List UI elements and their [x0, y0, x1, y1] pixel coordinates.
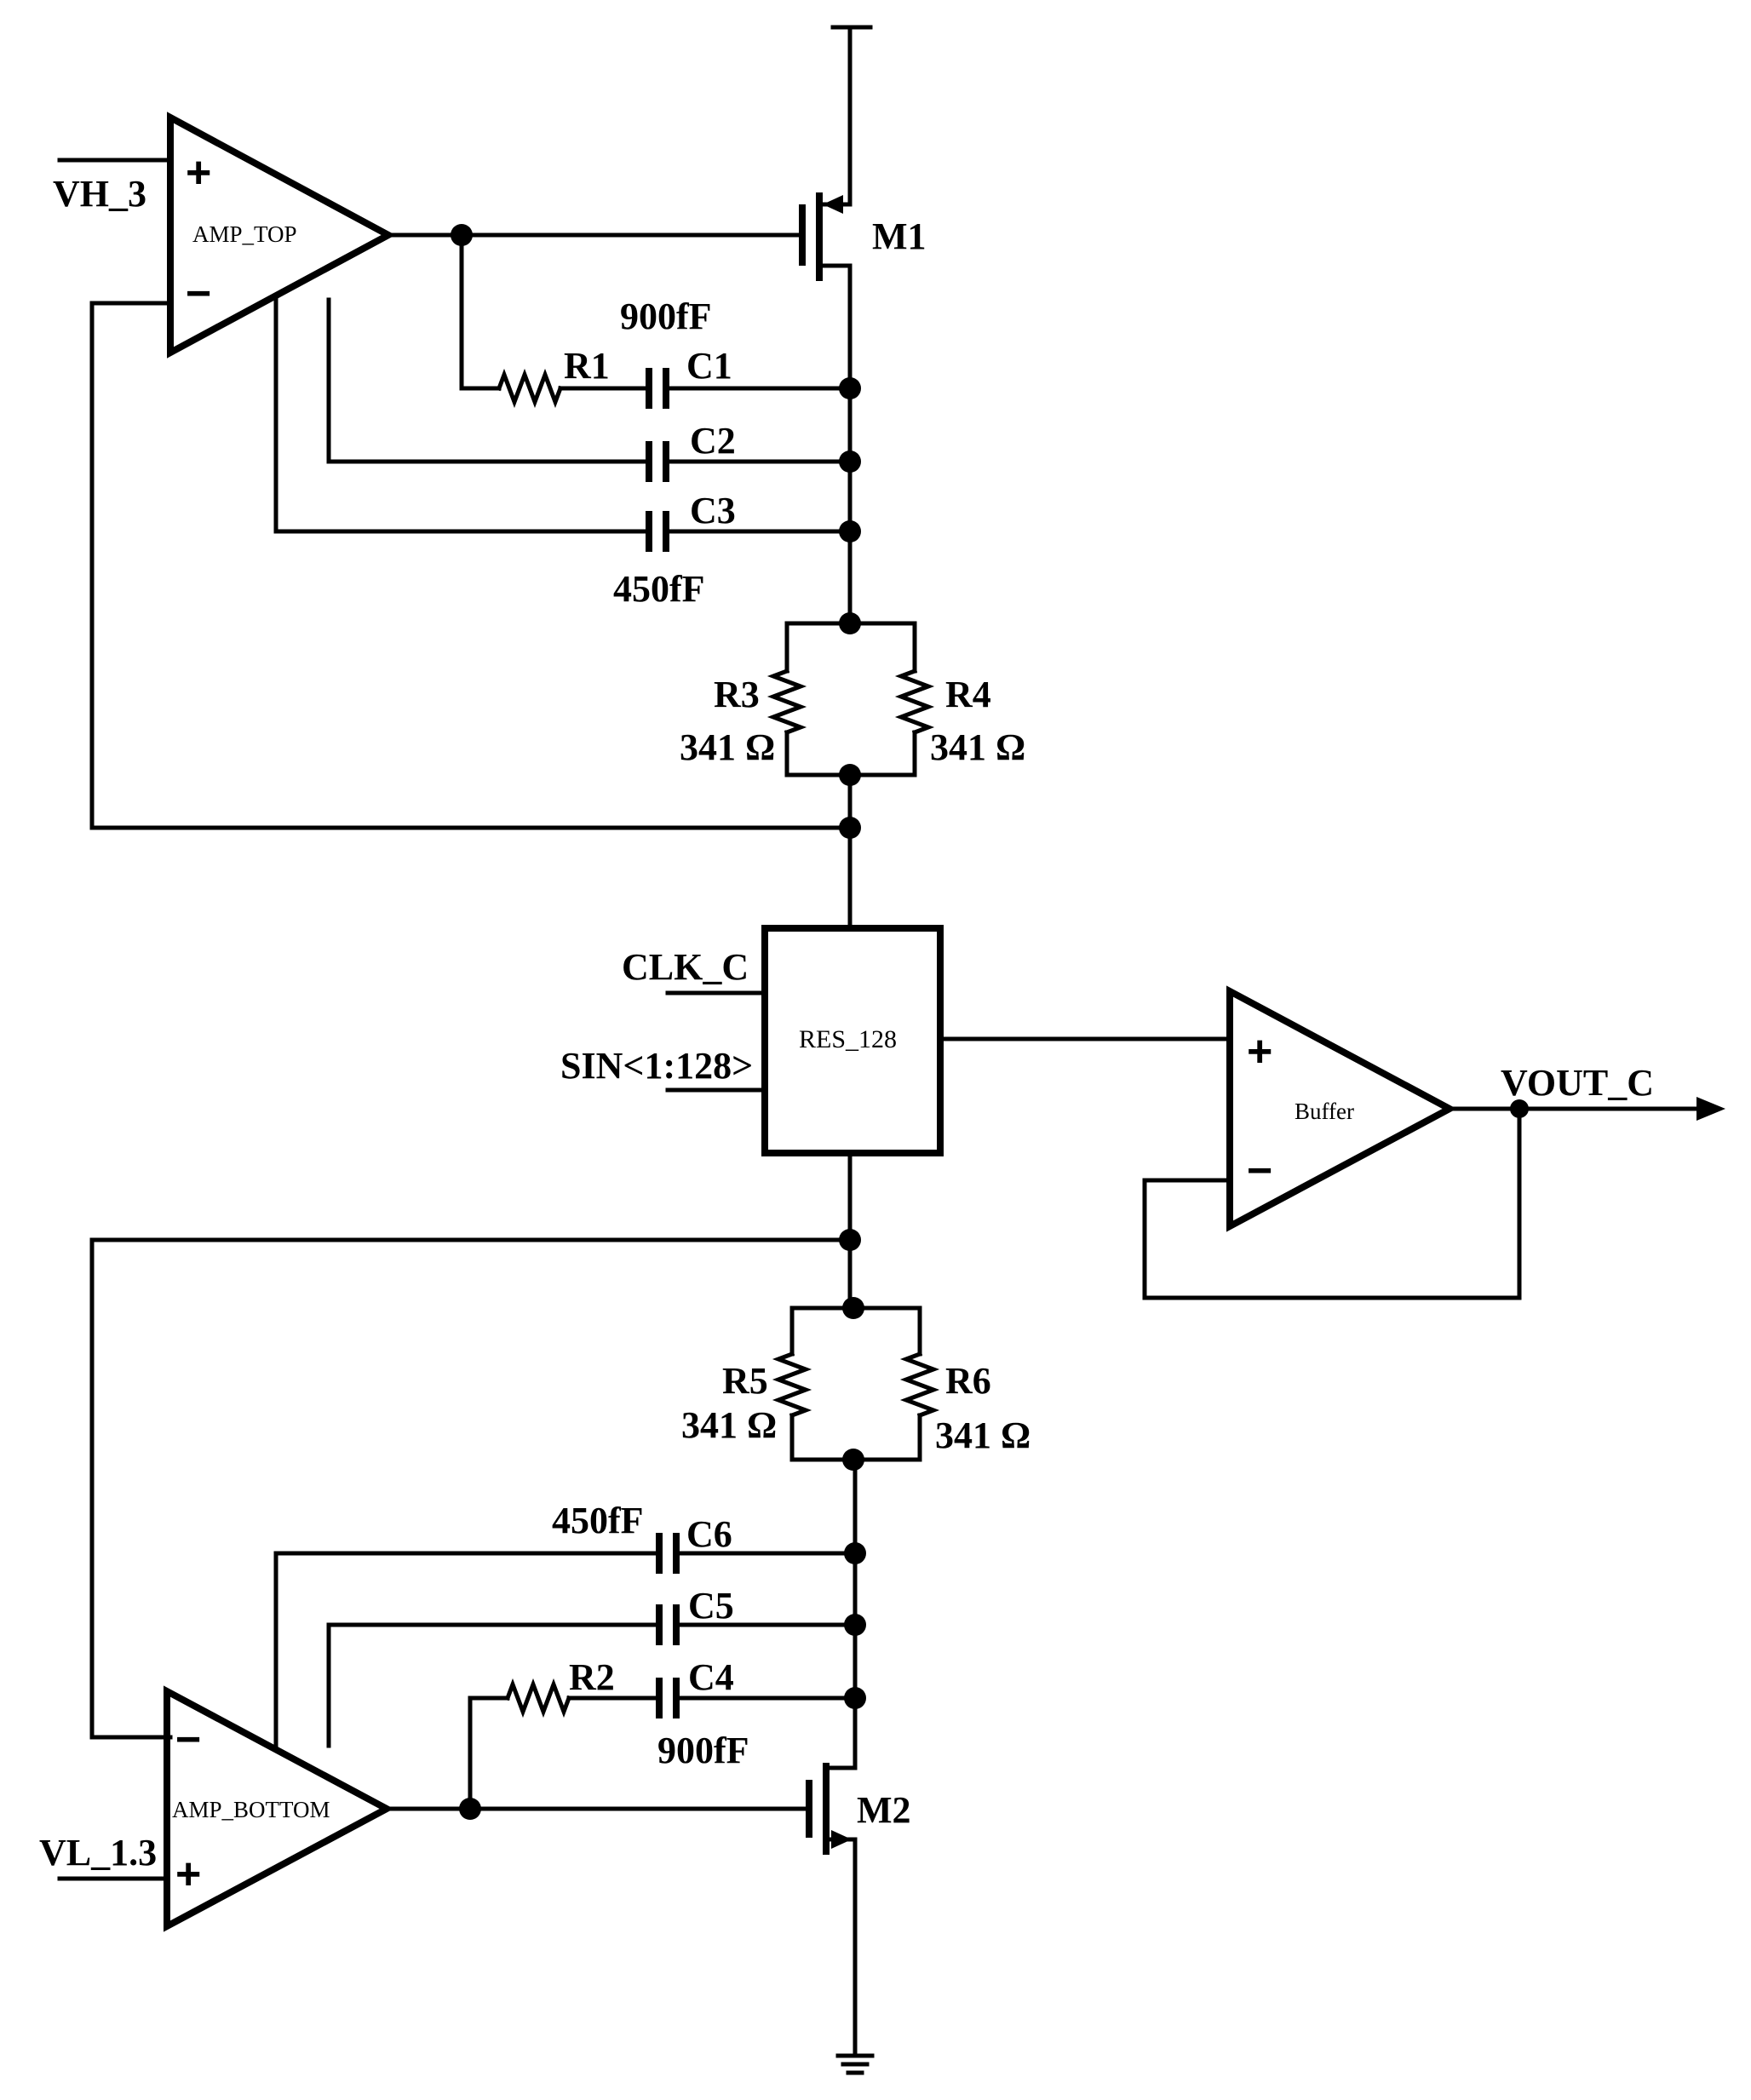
- capacitor-c5: [656, 1604, 680, 1645]
- amp-bottom-minus-sign: −: [175, 1715, 201, 1764]
- c4-label: C4: [688, 1656, 734, 1698]
- c3-value: 450fF: [613, 568, 705, 610]
- c5-label: C5: [688, 1585, 734, 1627]
- m1-label: M1: [872, 215, 927, 257]
- junction-dot: [459, 1798, 481, 1820]
- resistor-r1: [496, 368, 564, 409]
- amp-top-label: AMP_TOP: [192, 221, 297, 247]
- junction-dot: [839, 817, 861, 839]
- capacitor-c2: [646, 441, 669, 482]
- r6-label: R6: [945, 1360, 991, 1402]
- resistor-r4: [894, 668, 935, 736]
- buffer-minus-sign: −: [1247, 1146, 1272, 1196]
- buffer-opamp: + −: [1226, 985, 1457, 1232]
- junction-dot: [839, 450, 861, 473]
- r2-label: R2: [569, 1656, 615, 1698]
- amp-bottom-plus-sign: +: [175, 1850, 201, 1899]
- resistor-r5: [772, 1351, 812, 1419]
- resistor-r2: [504, 1678, 572, 1718]
- res-128-label: RES_128: [799, 1025, 897, 1053]
- junction-dot: [839, 612, 861, 634]
- transistor-m2: [806, 1763, 858, 2057]
- vh-input-label: VH_3: [53, 173, 146, 215]
- sin-input-label: SIN<1:128>: [560, 1045, 753, 1087]
- r1-label: R1: [564, 345, 610, 387]
- buffer-plus-sign: +: [1247, 1027, 1272, 1076]
- capacitor-c1: [646, 368, 669, 409]
- c6-value: 450fF: [552, 1500, 644, 1541]
- amp-top-plus-sign: +: [186, 148, 211, 198]
- c1-value: 900fF: [620, 295, 712, 337]
- ground-icon: [835, 2053, 875, 2075]
- resistor-r3: [766, 668, 807, 736]
- r5-value: 341 Ω: [681, 1404, 777, 1446]
- c4-value: 900fF: [657, 1730, 749, 1771]
- vl-input-label: VL_1.3: [39, 1832, 157, 1873]
- junction-dot: [839, 377, 861, 399]
- buffer-label: Buffer: [1295, 1099, 1354, 1124]
- amp-bottom-label: AMP_BOTTOM: [172, 1797, 330, 1822]
- r5-label: R5: [722, 1360, 768, 1402]
- r3-value: 341 Ω: [680, 726, 775, 768]
- capacitor-c4: [656, 1678, 680, 1718]
- capacitor-c3: [646, 511, 669, 552]
- vout-label: VOUT_C: [1501, 1062, 1654, 1104]
- capacitor-c6: [656, 1533, 680, 1574]
- junction-dot: [839, 1229, 861, 1251]
- r6-value: 341 Ω: [935, 1414, 1031, 1456]
- clk-input-label: CLK_C: [622, 946, 749, 988]
- c1-label: C1: [686, 345, 732, 387]
- junction-dot: [839, 520, 861, 542]
- c2-label: C2: [690, 420, 736, 462]
- amp-bottom-opamp: − +: [164, 1685, 394, 1932]
- c3-label: C3: [690, 490, 736, 531]
- r3-label: R3: [714, 674, 760, 715]
- amp-top-opamp: + −: [167, 112, 396, 359]
- amp-top-minus-sign: −: [186, 269, 211, 318]
- m2-label: M2: [857, 1789, 911, 1831]
- resistor-r6: [899, 1351, 940, 1419]
- junction-dot: [842, 1297, 864, 1319]
- output-arrow-icon: [1696, 1097, 1725, 1121]
- r4-value: 341 Ω: [930, 726, 1025, 768]
- c6-label: C6: [686, 1513, 732, 1555]
- transistor-m1: [799, 164, 853, 391]
- r4-label: R4: [945, 674, 991, 715]
- vdd-supply-icon: [830, 25, 873, 169]
